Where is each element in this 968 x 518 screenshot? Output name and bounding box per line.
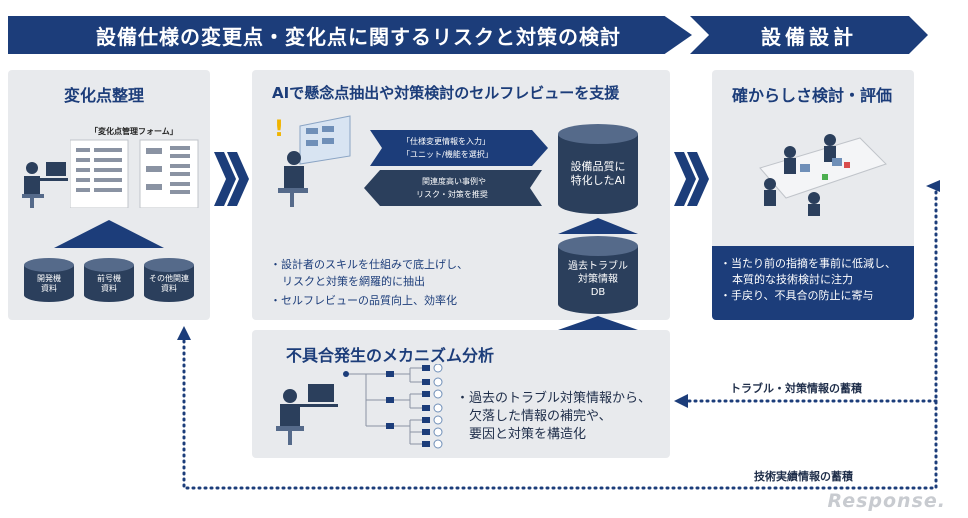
panel-mechanism-analysis: 不具合発生のメカニズム分析 ・過去のトラブル対策情報から、 欠落した情報の補完や… xyxy=(252,330,670,458)
trouble-db-line3: DB xyxy=(590,287,606,298)
mechanism-bullet-1b: 欠落した情報の補完や、 xyxy=(469,409,612,424)
svg-text:!: ! xyxy=(274,117,284,142)
ai-bullet-2: ・セルフレビューの品質向上、効率化 xyxy=(270,294,457,307)
panel-ai-review: AIで懸念点抽出や対策検討のセルフレビューを支援 ! 「仕様変更情報を入力」 「… xyxy=(252,70,670,320)
label-tech-accumulation: 技術実績情報の蓄積 xyxy=(754,470,853,483)
analyst-at-desk-icon xyxy=(276,384,338,445)
db-past-trouble: 過去トラブル対策情報 DB xyxy=(558,236,638,314)
panel-change-organize: 変化点整理 「変化点管理フォーム」 開発機資料 xyxy=(8,70,210,320)
panel-validity-eval-title: 確からしさ検討・評価 xyxy=(732,86,893,105)
ai-bullet-1a: ・設計者のスキルを仕組みで底上げし、 xyxy=(270,258,468,271)
ai-db-line1: 設備品質に xyxy=(570,160,626,173)
triangle-up-arrow xyxy=(54,220,164,248)
ai-bullet-1b: リスクと対策を網羅的に抽出 xyxy=(282,275,425,288)
db-previous-machine: 前号機資料 xyxy=(84,258,134,302)
banner-right-label: 設備設計 xyxy=(761,24,857,49)
validity-bullet-2: ・手戻り、不具合の防止に寄与 xyxy=(720,289,874,302)
worker-at-desk-icon xyxy=(22,162,68,208)
db-prev-line1: 前号機 xyxy=(97,274,121,283)
meeting-table-icon xyxy=(759,134,887,216)
db-dev-machine: 開発機資料 xyxy=(24,258,74,302)
validity-bullet-1a: ・当たり前の指摘を事前に低減し、 xyxy=(720,257,896,270)
panel-mechanism-title: 不具合発生のメカニズム分析 xyxy=(286,346,495,365)
chevrons-right-1 xyxy=(214,152,249,206)
triangle-up-ai xyxy=(558,218,638,234)
validity-bullet-1b: 本質的な技術検討に注力 xyxy=(732,273,853,286)
mechanism-bullet-1a: ・過去のトラブル対策情報から、 xyxy=(456,391,652,406)
form-label: 「変化点管理フォーム」 xyxy=(90,127,178,136)
db-other-line2: 資料 xyxy=(161,284,177,293)
arrow-output-text-1: 関連度高い事例や xyxy=(422,177,486,186)
engineer-with-screen-icon: ! xyxy=(274,115,351,207)
arrow-input-text-2: 「ユニット/機能を選択」 xyxy=(402,150,493,159)
triangle-up-mechanism xyxy=(558,316,638,330)
arrow-input-right xyxy=(370,130,548,166)
trouble-db-line2: 対策情報 xyxy=(578,274,618,285)
db-prev-line2: 資料 xyxy=(101,284,117,293)
validity-bullets-box: ・当たり前の指摘を事前に低減し、 本質的な技術検討に注力 ・手戻り、不具合の防止… xyxy=(712,246,914,320)
label-trouble-accumulation: トラブル・対策情報の蓄積 xyxy=(730,382,862,395)
panel-ai-review-title: AIで懸念点抽出や対策検討のセルフレビューを支援 xyxy=(272,84,620,102)
mechanism-bullet-1c: 要因と対策を構造化 xyxy=(469,427,587,442)
response-logo: Response. xyxy=(827,490,946,512)
banner-equipment-design: 設備設計 xyxy=(690,16,928,54)
form-sheets-icon xyxy=(70,139,199,208)
chevrons-right-2 xyxy=(674,152,709,206)
db-dev-line1: 開発機 xyxy=(37,274,61,283)
arrow-output-text-2: リスク・対策を推奨 xyxy=(416,190,488,199)
db-other-line1: その他関連 xyxy=(149,274,189,283)
trouble-db-line1: 過去トラブル xyxy=(568,261,628,272)
mechanism-bullets: ・過去のトラブル対策情報から、 欠落した情報の補完や、 要因と対策を構造化 xyxy=(456,390,651,444)
db-equipment-ai: 設備品質に特化したAI xyxy=(558,124,638,214)
panel-validity-eval: 確からしさ検討・評価 ・当たり前の指摘を事前に低減し、 本質的な技術検討に注力 … xyxy=(712,70,914,320)
db-dev-line2: 資料 xyxy=(41,284,57,293)
cause-tree-diagram xyxy=(343,364,443,449)
banner-risk-review: 設備仕様の変更点・変化点に関するリスクと対策の検討 xyxy=(8,16,692,54)
arrow-input-text-1: 「仕様変更情報を入力」 xyxy=(402,137,490,146)
panel-change-organize-title: 変化点整理 xyxy=(64,86,145,105)
banner-left-label: 設備仕様の変更点・変化点に関するリスクと対策の検討 xyxy=(96,24,621,49)
ai-bullet-1: ・設計者のスキルを仕組みで底上げし、 リスクと対策を網羅的に抽出 xyxy=(270,256,468,290)
db-other-related: その他関連資料 xyxy=(144,258,194,302)
ai-db-line2: 特化したAI xyxy=(570,174,626,187)
